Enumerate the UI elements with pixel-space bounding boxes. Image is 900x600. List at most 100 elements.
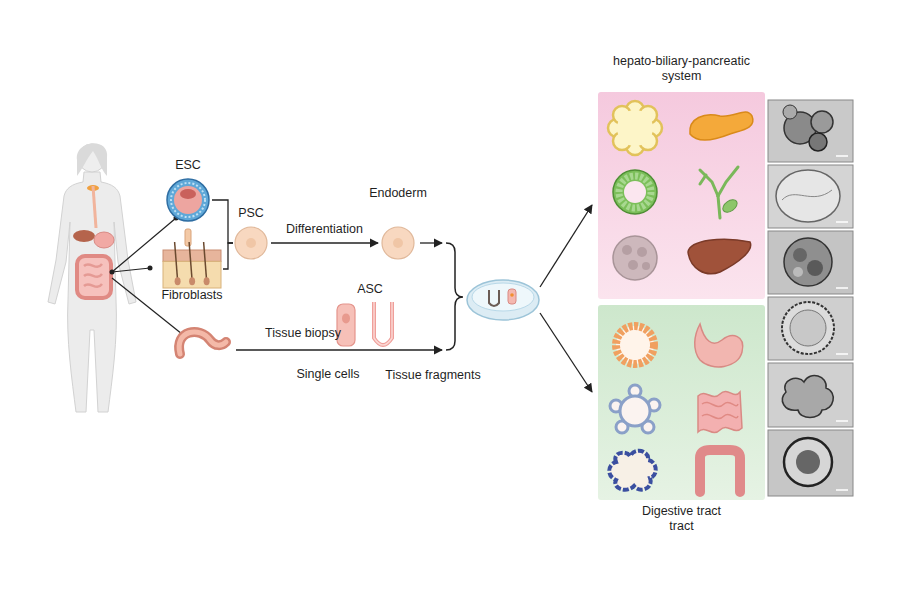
connector [212,200,233,243]
cell-node: Single cells [336,303,356,347]
organoid-core [617,110,653,146]
cell-nucleus [342,313,350,323]
micrograph-frame [768,430,853,496]
follicle-bulb [204,277,210,285]
micrograph-frame [768,363,853,427]
liver-small [73,230,95,242]
micrograph-frame [768,297,853,360]
bile-duct [700,170,718,196]
hair [77,143,107,176]
cell-node: Fibroblasts [163,250,221,288]
node-shape [336,303,356,347]
node-label: Tissue fragments [373,368,493,383]
output-arrow [540,205,592,287]
endoderm-arrow [420,242,442,243]
liver-icon [688,239,751,274]
small-intestine-icon [698,391,742,432]
stem-cell [235,227,267,259]
colon-icon [700,450,740,492]
biopsy-arrow [236,349,442,350]
output-arrow [540,313,592,392]
biopsy-tissue-inner [179,332,226,354]
dish-cell [508,289,516,304]
dish-cell-dot [510,293,514,297]
connector [271,242,378,243]
micrograph [768,100,853,162]
micrograph [768,363,853,427]
cell-nucleus [393,238,403,248]
node-label: PSC [221,206,281,221]
leader-dot [110,270,115,275]
text-label: ASC [340,282,400,297]
green-organoid [613,170,657,214]
micrograph-frame [768,231,853,294]
budding-organoid [610,385,660,433]
esophagus [93,186,96,228]
micro-organoid [782,302,834,354]
micrograph [768,165,853,228]
texture-dot [637,247,647,257]
dish-inner [472,283,534,311]
follicle-bulb [189,277,195,285]
bud-core [620,396,650,426]
node-label: hepato-biliary-pancreatic system [602,54,762,84]
micro-organoid [793,248,807,262]
hair-follicle [204,242,207,280]
cell-node: Endoderm [381,226,415,260]
stomach-icon [695,324,743,367]
micrograph [768,231,853,294]
scale-bar [836,489,848,491]
human-figure [48,143,136,412]
blastocyst-cavity [174,186,202,214]
intestine-folds [702,402,738,418]
bile-duct [700,175,706,184]
stem-cell [382,227,414,259]
colon-small [77,256,111,298]
yellow-organoid [608,101,662,155]
follicle-bulb [175,277,181,285]
micrograph-frame [768,165,853,228]
node-shape [372,302,394,348]
node-label: Single cells [283,367,373,382]
green-organoid-lumen [624,181,646,203]
fragment-lining [374,302,392,345]
scale-bar [836,155,848,157]
blue-organoid [609,451,656,490]
micro-organoid [784,438,832,486]
culture-dish [467,280,539,320]
scale-bar [836,287,848,289]
node-shape [163,250,221,288]
hair-follicle [189,242,192,280]
tube-icon [185,229,191,246]
micrograph [768,297,853,360]
micro-organoid [783,105,797,119]
leader-line [112,268,150,272]
dish-outer [467,280,539,320]
orange-organoid [616,326,654,364]
micro-lumen [790,310,826,346]
texture-dot [628,260,638,270]
node-label: Digestive tract tract [632,504,732,534]
blastocyst-outer [167,179,209,221]
tissue-fragment [374,302,392,345]
micro-organoid [811,111,833,133]
node-shape [234,226,268,260]
merge-bracket [446,243,463,350]
micrograph-frame [768,100,853,162]
hair-follicle [175,242,178,280]
stomach-small [94,232,114,248]
small-intestine-small [84,264,102,287]
micro-fold [782,190,832,200]
micrograph [768,430,853,496]
cell-node: ESC [166,178,210,222]
liver-organoid [613,236,657,280]
node-label: ESC [158,158,218,173]
connector [223,243,233,269]
texture-dot [642,262,650,270]
micro-organoid [809,133,827,151]
cell-node: PSC [234,226,268,260]
node-shape [381,226,415,260]
